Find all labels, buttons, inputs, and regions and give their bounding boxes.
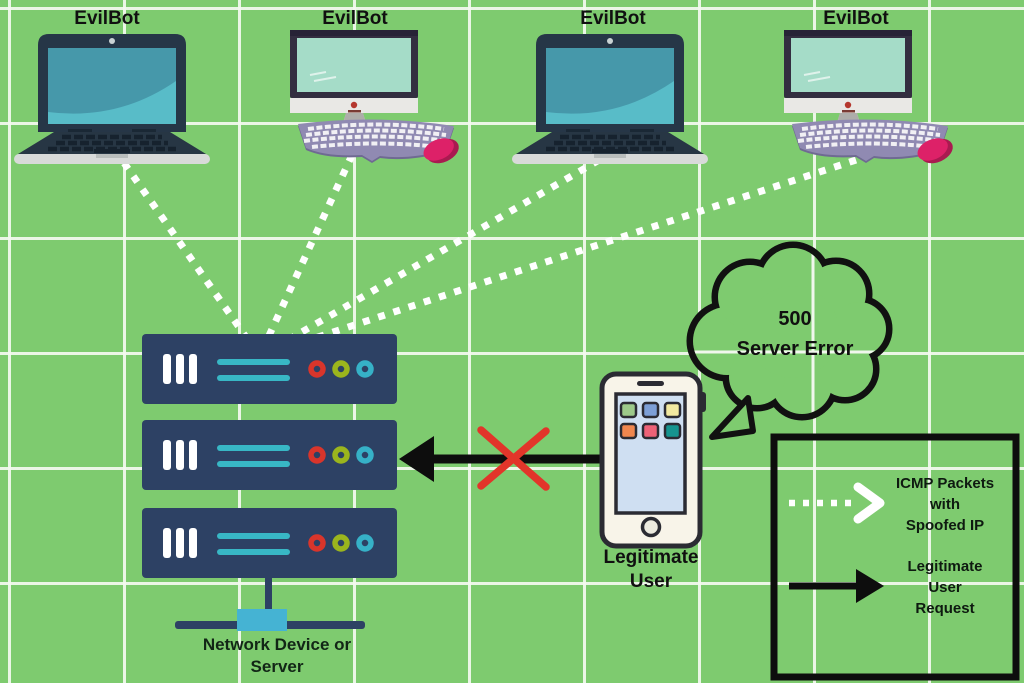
network-device-label: Network Device or Server	[202, 635, 352, 676]
smartphone-icon	[599, 371, 706, 549]
bot3-label: EvilBot	[580, 8, 646, 29]
icmp-line-bot2	[263, 153, 356, 342]
bot2-label: EvilBot	[322, 8, 388, 29]
legend-dashed-arrow-icon	[789, 482, 885, 524]
server-unit-1	[142, 334, 397, 404]
phone-app-icons	[619, 401, 682, 440]
error-bubble-icon	[686, 241, 893, 440]
desktop-icon-bot2	[290, 30, 463, 169]
server-unit-3	[142, 508, 397, 578]
legend-border	[770, 433, 1020, 681]
network-switch-icon	[237, 609, 287, 631]
user-request-arrow	[399, 436, 625, 482]
legend-item-icmp: ICMP Packets with Spoofed IP	[895, 475, 995, 534]
legend-solid-arrow-icon	[789, 569, 884, 603]
error-bubble-text: 500 Server Error	[705, 304, 885, 364]
bot4-label: EvilBot	[823, 8, 889, 29]
laptop-icon-bot3	[512, 34, 708, 164]
error-message: Server Error	[736, 338, 854, 360]
phone-home-button	[640, 516, 662, 538]
error-code: 500	[778, 308, 812, 330]
icmp-line-bot3	[286, 148, 615, 344]
legend-item-legit-request: Legitimate User Request	[907, 558, 983, 617]
bubble-tail	[709, 395, 756, 440]
network-connector	[175, 578, 365, 631]
legend-box	[770, 433, 1020, 681]
arrowhead	[399, 436, 434, 482]
desktop-icon-bot4	[784, 30, 957, 169]
icmp-packet-lines	[112, 147, 858, 344]
bot1-label: EvilBot	[74, 8, 140, 29]
server-unit-2	[142, 420, 397, 490]
blocked-cross-icon	[477, 426, 550, 491]
icmp-line-bot1	[112, 147, 251, 343]
legitimate-user-label: Legitimate User	[603, 547, 699, 592]
laptop-icon-bot1	[14, 34, 210, 164]
phone-speaker	[637, 381, 664, 386]
